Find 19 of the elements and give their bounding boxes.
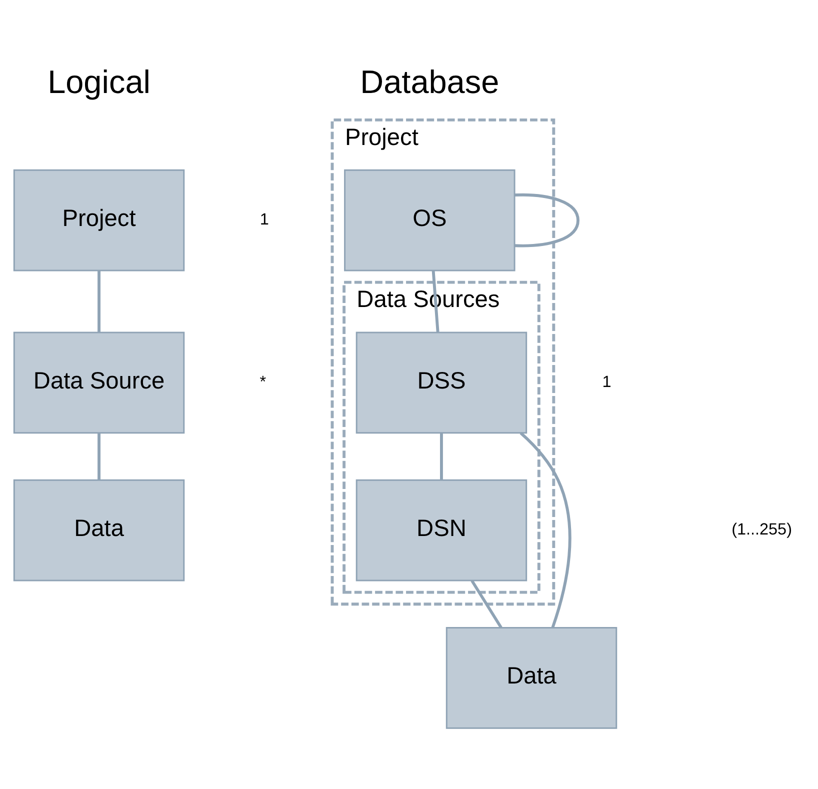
label: Database [360, 64, 500, 100]
connector [514, 193, 580, 248]
node-box: DSN [356, 479, 528, 582]
label: (1...255) [732, 520, 792, 538]
connector [470, 580, 502, 628]
label: * [260, 372, 266, 391]
node-box: Project [13, 169, 185, 272]
label: 1 [602, 372, 612, 391]
node-box: Data [446, 626, 618, 729]
node-box: Data Source [13, 332, 185, 434]
connector [520, 432, 572, 628]
connector [98, 270, 100, 332]
node-box: Data [13, 479, 185, 582]
connector [98, 433, 100, 480]
connector [440, 433, 443, 480]
node-box: OS [344, 169, 516, 272]
node-box: DSS [356, 332, 528, 434]
label: 1 [260, 210, 269, 228]
label: Logical [48, 64, 150, 100]
